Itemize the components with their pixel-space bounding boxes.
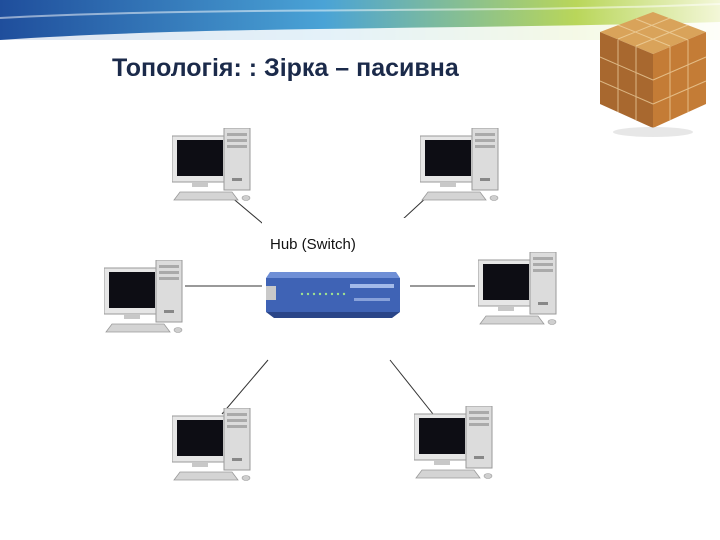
computer-mid-left-icon xyxy=(104,260,183,333)
computer-bottom-right-icon xyxy=(414,406,493,479)
computer-bottom-left-icon xyxy=(172,408,251,481)
link-top-left xyxy=(229,195,269,229)
link-bottom-right xyxy=(389,359,434,415)
computer-top-left-icon xyxy=(172,128,251,201)
computer-top-right-icon xyxy=(420,128,499,201)
hub-label: Hub (Switch) xyxy=(270,236,356,253)
photo-cube-logo xyxy=(599,12,707,137)
slide-title: Топологія: : Зірка – пасивна xyxy=(112,54,459,82)
link-bottom-left xyxy=(221,359,269,415)
hub-switch-icon xyxy=(266,272,400,318)
computer-mid-right-icon xyxy=(478,252,557,325)
top-banner xyxy=(0,0,720,40)
